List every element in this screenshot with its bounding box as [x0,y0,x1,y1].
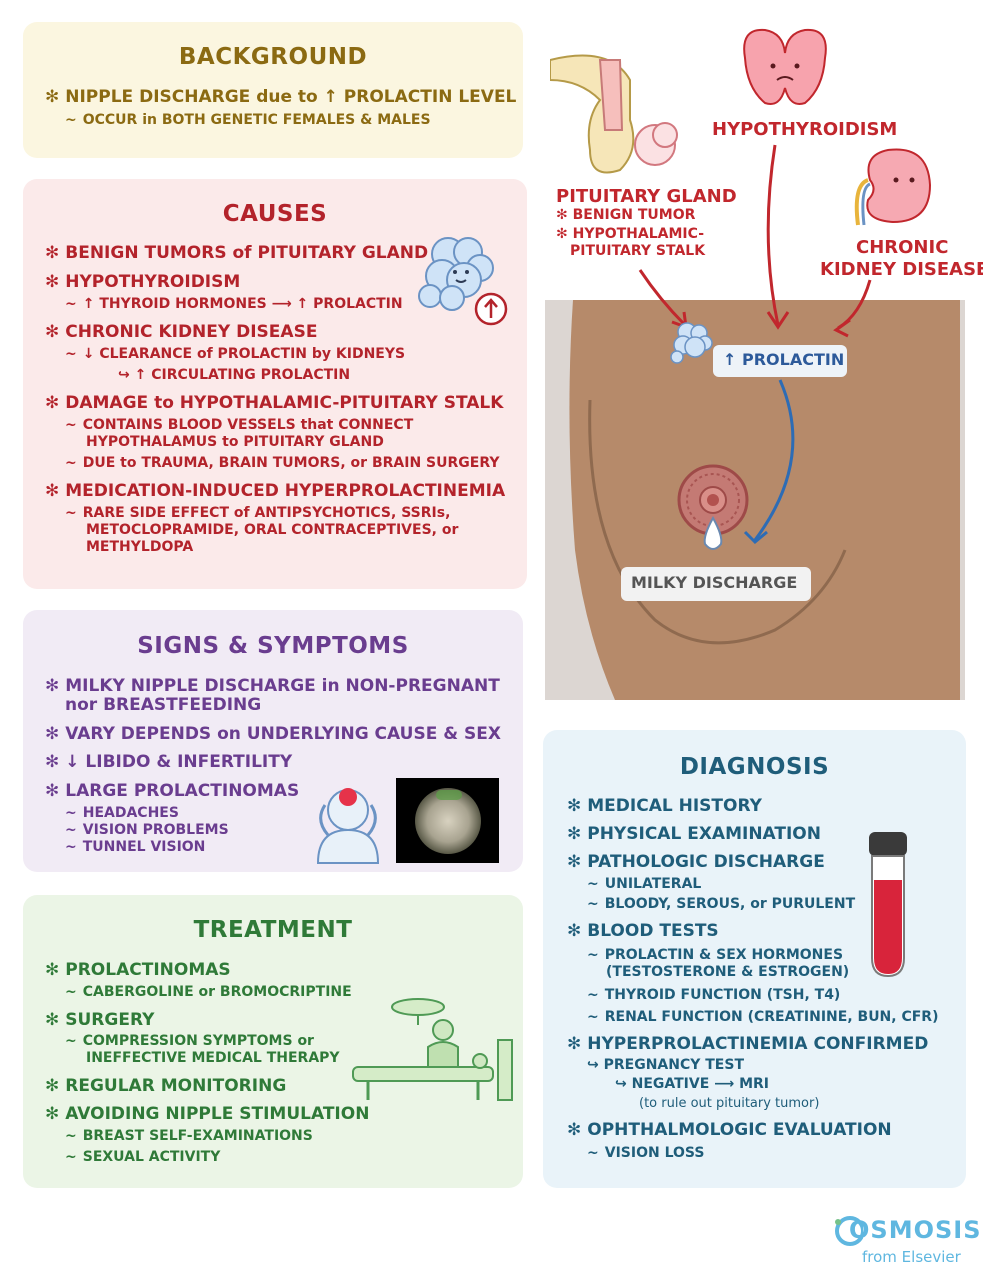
brand-sub: from Elsevier [862,1248,961,1266]
cause-subitem: ~CONTAINS BLOOD VESSELS that CONNECT [65,417,414,433]
diagnosis-subitem: ~UNILATERAL [587,876,702,892]
treatment-title: TREATMENT [193,917,353,943]
treatment-item: ✻AVOIDING NIPPLE STIMULATION [45,1104,370,1124]
treatment-item: ✻SURGERY [45,1010,155,1030]
treatment-item: ✻REGULAR MONITORING [45,1076,287,1096]
background-panel: BACKGROUND ✻NIPPLE DISCHARGE due to ↑ PR… [23,22,523,158]
prolactin-cell-small-icon [670,322,713,364]
sign-subitem: ~HEADACHES [65,805,179,821]
diagnosis-subitem: ~BLOODY, SEROUS, or PURULENT [587,896,856,912]
causes-title: CAUSES [222,201,328,227]
diagnosis-panel: DIAGNOSIS ✻MEDICAL HISTORY ✻PHYSICAL EXA… [543,730,966,1188]
cause-subitem: ~↑ THYROID HORMONES ⟶ ↑ PROLACTIN [65,296,403,312]
headache-figure-icon [316,788,380,864]
pituitary-label: PITUITARY GLAND [556,186,737,207]
signs-panel: SIGNS & SYMPTOMS ✻MILKY NIPPLE DISCHARGE… [23,610,523,872]
ckd-label-line1: CHRONIC [856,237,949,258]
prolactin-badge: ↑ PROLACTIN [713,345,847,377]
treatment-subitem: ~COMPRESSION SYMPTOMS or [65,1033,314,1049]
diagnosis-subitem: ~PROLACTIN & SEX HORMONES [587,947,844,963]
cause-subitem: ↪ ↑ CIRCULATING PROLACTIN [118,367,351,383]
treatment-subitem: ~CABERGOLINE or BROMOCRIPTINE [65,984,352,1000]
asterisk-icon: ✻ [45,87,60,107]
pituitary-sub: ✻ BENIGN TUMOR [556,207,696,223]
diagnosis-subitem: ~THYROID FUNCTION (TSH, T4) [587,987,841,1003]
pituitary-sub: PITUITARY STALK [570,243,706,259]
cause-subitem: METHYLDOPA [86,539,194,555]
pituitary-sub: ✻ HYPOTHALAMIC- [556,226,705,242]
surgery-illustration-icon [352,998,513,1101]
background-subitem: ~OCCUR in BOTH GENETIC FEMALES & MALES [65,112,431,128]
diagnosis-subitem: ~VISION LOSS [587,1145,705,1161]
sign-item: ✻↓ LIBIDO & INFERTILITY [45,752,293,772]
ckd-label-line2: KIDNEY DISEASE [820,259,983,280]
causes-panel: CAUSES ✻BENIGN TUMORS of PITUITARY GLAND… [23,179,527,589]
diagnosis-subitem: (TESTOSTERONE & ESTROGEN) [606,964,850,980]
treatment-subitem: INEFFECTIVE MEDICAL THERAPY [86,1050,340,1066]
diagnosis-item: ✻PATHOLOGIC DISCHARGE [567,852,825,872]
osmosis-logo-mark [835,1216,863,1246]
sign-item: ✻LARGE PROLACTINOMAS [45,781,300,801]
osmosis-logo: OSMOSIS from Elsevier [833,1212,980,1270]
treatment-subitem: ~BREAST SELF-EXAMINATIONS [65,1128,313,1144]
sign-item: ✻MILKY NIPPLE DISCHARGE in NON-PREGNANT [45,676,500,696]
diagnosis-subitem: ↪ NEGATIVE ⟶ MRI [615,1076,770,1092]
diagnosis-subitem: ~RENAL FUNCTION (CREATININE, BUN, CFR) [587,1009,939,1025]
treatment-panel: TREATMENT ✻PROLACTINOMAS ~CABERGOLINE or… [23,895,523,1188]
prolactin-cell-icon [418,237,508,326]
diagnosis-item: ✻PHYSICAL EXAMINATION [567,824,821,844]
diagnosis-item: ✻BLOOD TESTS [567,921,719,941]
cause-item: ✻CHRONIC KIDNEY DISEASE [45,322,318,342]
cause-item: ✻BENIGN TUMORS of PITUITARY GLAND [45,243,429,263]
cause-subitem: METOCLOPRAMIDE, ORAL CONTRACEPTIVES, or [86,522,459,538]
cause-item: ✻DAMAGE to HYPOTHALAMIC-PITUITARY STALK [45,393,504,413]
background-title: BACKGROUND [178,44,368,70]
cause-subitem: ~↓ CLEARANCE of PROLACTIN by KIDNEYS [65,346,406,362]
signs-title: SIGNS & SYMPTOMS [137,633,409,659]
cause-arrows [638,144,872,338]
brand-name: OSMOSIS [849,1216,982,1244]
diagnosis-item: ✻HYPERPROLACTINEMIA CONFIRMED [567,1034,929,1054]
diagnosis-title: DIAGNOSIS [679,754,830,780]
diagnosis-item: ✻MEDICAL HISTORY [567,796,762,816]
hypothyroidism-label: HYPOTHYROIDISM [712,119,898,140]
kidney-icon [854,148,932,226]
diagnosis-note: (to rule out pituitary tumor) [639,1096,820,1111]
thyroid-icon [743,28,827,105]
diagnosis-item: ✻OPHTHALMOLOGIC EVALUATION [567,1120,892,1140]
sign-item: nor BREASTFEEDING [65,695,262,715]
cause-subitem: HYPOTHALAMUS to PITUITARY GLAND [86,434,384,450]
sign-subitem: ~VISION PROBLEMS [65,822,229,838]
discharge-badge: MILKY DISCHARGE [621,567,811,601]
treatment-subitem: ~SEXUAL ACTIVITY [65,1149,221,1165]
diagnosis-subitem: ↪ PREGNANCY TEST [587,1057,745,1073]
cause-subitem: ~RARE SIDE EFFECT of ANTIPSYCHOTICS, SSR… [65,505,451,521]
cause-item: ✻HYPOTHYROIDISM [45,272,241,292]
cause-item: ✻MEDICATION-INDUCED HYPERPROLACTINEMIA [45,481,506,501]
sign-item: ✻VARY DEPENDS on UNDERLYING CAUSE & SEX [45,724,501,744]
background-item: ✻NIPPLE DISCHARGE due to ↑ PROLACTIN LEV… [45,87,517,107]
blood-tube-icon [869,832,907,978]
cause-subitem: ~DUE to TRAUMA, BRAIN TUMORS, or BRAIN S… [65,455,500,471]
pituitary-gland-icon [550,54,678,174]
treatment-item: ✻PROLACTINOMAS [45,960,231,980]
tunnel-vision-image [396,778,499,863]
sign-subitem: ~TUNNEL VISION [65,839,206,855]
